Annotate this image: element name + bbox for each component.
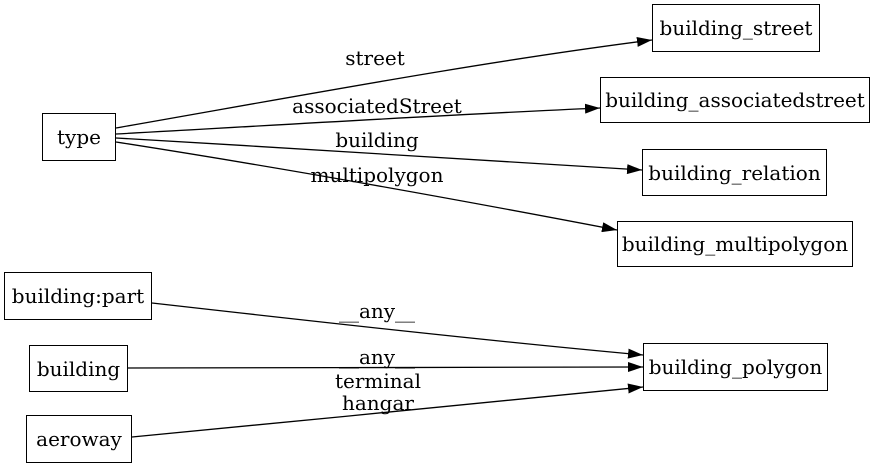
edge-label-any-2: __any__ [338,345,416,369]
edge-label-multipolygon: multipolygon [310,163,444,187]
edge-building-building_polygon [127,362,644,373]
node-building-polygon-label: building_polygon [648,355,823,379]
node-building-part-label: building:part [11,284,145,308]
node-aeroway: aeroway [26,415,132,463]
edge-buildingpart-building_polygon [151,302,644,359]
edge-label-terminal-hangar: terminal hangar [335,369,421,415]
edge-type-building_street [115,36,653,129]
node-building-associatedstreet: building_associatedstreet [600,77,870,123]
edge-label-any-1: __any__ [338,299,416,323]
edge-label-street: street [345,46,405,70]
node-type: type [42,113,116,161]
node-building-part: building:part [4,272,152,320]
node-building-associatedstreet-label: building_associatedstreet [605,88,865,112]
edge-type-building_multipolygon [115,141,618,233]
node-building-polygon: building_polygon [643,343,828,391]
node-building-street-label: building_street [659,16,813,40]
node-aeroway-label: aeroway [36,427,122,451]
node-building-relation: building_relation [642,149,827,196]
node-building-street: building_street [652,4,820,52]
edge-aeroway-building_polygon [131,383,644,438]
node-building-label: building [36,356,121,381]
node-type-label: type [57,125,101,149]
node-building-relation-label: building_relation [648,160,821,185]
node-building-multipolygon-label: building_multipolygon [621,232,849,256]
edge-type-building_associatedstreet [115,103,601,135]
edge-label-associatedstreet: associatedStreet [292,94,462,118]
edge-type-building_relation [115,137,643,175]
edge-label-building: building [335,128,419,152]
node-building-multipolygon: building_multipolygon [617,221,853,267]
node-building: building [29,345,128,392]
